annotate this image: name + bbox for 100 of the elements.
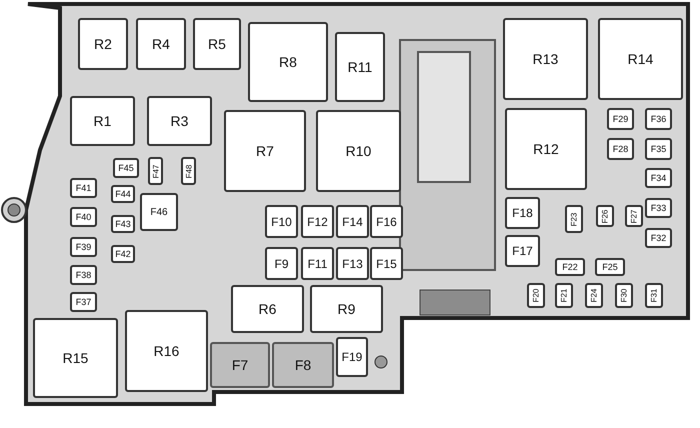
slot-label: F31	[650, 288, 658, 302]
slot-label: F40	[76, 212, 92, 222]
slot-label: R6	[258, 301, 276, 317]
slot-label: R12	[533, 141, 559, 157]
slot-label: F39	[76, 242, 92, 252]
fuse-slot	[70, 207, 97, 227]
slot-label: F33	[650, 203, 666, 213]
slot-label: R4	[152, 36, 170, 52]
slot-label: F12	[307, 214, 328, 228]
slot-label: F28	[612, 144, 628, 154]
slot-label: F44	[115, 189, 131, 199]
fuse-slot	[70, 292, 97, 312]
relay-slot	[503, 18, 588, 100]
fuse-slot	[585, 283, 603, 308]
fuse-slot	[70, 237, 97, 257]
slot-label: R13	[532, 51, 558, 67]
relay-slot	[335, 32, 385, 102]
fuse-slot	[615, 283, 633, 308]
relay-slot	[147, 96, 212, 146]
slot-label: F19	[342, 350, 362, 364]
fuse-slot	[565, 205, 583, 233]
fuse-slot	[301, 205, 334, 238]
slot-label: R7	[256, 143, 274, 159]
slot-label: F38	[76, 270, 92, 280]
fuse-slot	[265, 205, 298, 238]
slot-label: F42	[115, 249, 131, 259]
fuse-slot	[607, 108, 634, 130]
slot-label: R8	[279, 54, 297, 70]
fuse-slot	[555, 283, 573, 308]
slot-label: F23	[570, 212, 578, 226]
slot-label: F47	[151, 164, 160, 178]
relay-slot	[193, 18, 241, 70]
slot-label: F36	[650, 114, 666, 124]
slot-label: F35	[650, 144, 666, 154]
slot-label: F7	[232, 357, 248, 373]
fuse-slot	[181, 157, 196, 185]
slot-label: F48	[184, 164, 193, 178]
slot-label: F15	[376, 256, 397, 270]
slot-label: F10	[271, 214, 292, 228]
slot-label: F41	[76, 183, 92, 193]
fuse-slot	[111, 185, 135, 203]
fuse-slot	[645, 228, 672, 248]
relay-slot	[231, 285, 304, 333]
fuse-slot	[607, 138, 634, 160]
fuse-slot	[70, 178, 97, 198]
slot-label: R9	[338, 301, 356, 317]
relay-slot	[272, 342, 334, 388]
relay-slot	[33, 318, 118, 398]
slot-label: F25	[602, 262, 618, 272]
fuse-slot	[505, 235, 540, 267]
slot-label: F18	[512, 206, 533, 220]
fuse-slot	[265, 247, 298, 280]
slot-label: F24	[590, 288, 598, 302]
slot-label: F9	[274, 256, 288, 270]
relay-slot	[78, 18, 128, 70]
fuse-slot	[140, 193, 178, 231]
slot-label: R11	[348, 59, 372, 75]
fuse-slot	[625, 205, 643, 227]
fuse-slot	[336, 337, 368, 377]
slot-label: F32	[650, 233, 666, 243]
slot-label: R16	[154, 343, 180, 359]
slot-label: F17	[512, 244, 533, 258]
fuse-slot	[555, 258, 585, 276]
slot-label: F27	[630, 209, 638, 223]
slot-label: F13	[342, 256, 363, 270]
fuse-slot	[113, 158, 139, 178]
slot-label: R3	[170, 113, 188, 129]
fuse-slot	[336, 247, 369, 280]
fuse-slot	[70, 265, 97, 285]
fuse-slot	[336, 205, 369, 238]
slot-label: F20	[532, 288, 540, 302]
slot-label: F14	[342, 214, 363, 228]
slot-label: R15	[62, 350, 88, 366]
fuse-slot	[645, 283, 663, 308]
slot-label: F29	[612, 114, 628, 124]
slot-label: F45	[118, 163, 134, 173]
fuse-slot	[111, 245, 135, 263]
fuse-slot	[111, 215, 135, 233]
fuse-slot	[527, 283, 545, 308]
relay-slot	[210, 342, 270, 388]
fuse-slot	[148, 157, 163, 185]
slot-label: F43	[115, 219, 131, 229]
slot-label: F34	[650, 173, 666, 183]
fuse-slot	[595, 258, 625, 276]
fuse-slot	[596, 205, 614, 227]
slot-label: R2	[94, 36, 112, 52]
slot-label: F30	[620, 288, 628, 302]
slot-label: F16	[376, 214, 397, 228]
slot-label: R14	[628, 51, 654, 67]
slot-label: R5	[208, 36, 226, 52]
relay-slot	[505, 108, 587, 190]
relay-slot	[248, 22, 328, 102]
fuse-slot	[370, 205, 403, 238]
slot-label: R1	[94, 113, 112, 129]
relay-slot	[310, 285, 383, 333]
relay-slot	[224, 110, 306, 192]
fuse-slot	[645, 198, 672, 218]
slot-label: F21	[560, 288, 568, 302]
slot-label: F22	[562, 262, 578, 272]
slot-label: F8	[294, 357, 312, 373]
